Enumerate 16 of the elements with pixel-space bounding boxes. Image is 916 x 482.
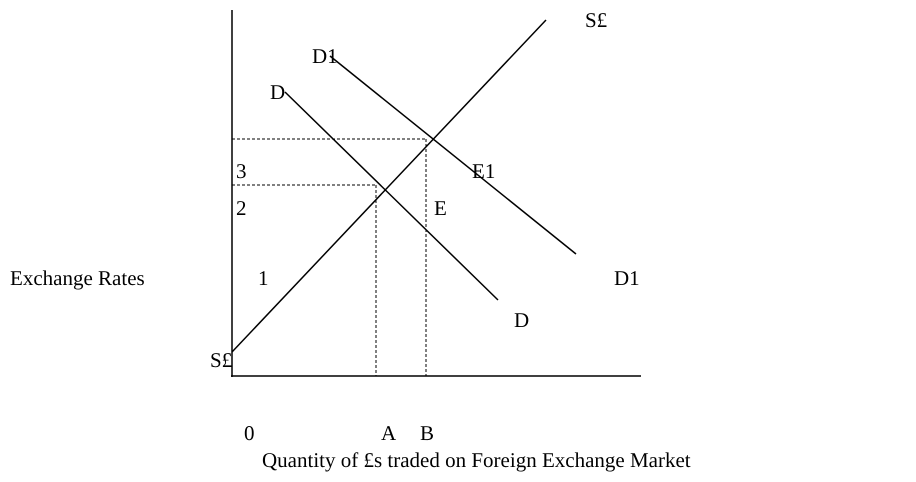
point-label: E [434, 196, 447, 220]
point-label: E1 [472, 159, 496, 183]
curve-label: D [270, 80, 286, 104]
value-label: 1 [258, 266, 268, 290]
value-label: 3 [236, 159, 246, 183]
curve-label: S£ [210, 348, 232, 372]
curve-label: D1 [312, 44, 338, 68]
value-label: B [420, 421, 434, 445]
axis-label: Exchange Rates [10, 266, 145, 290]
curve-label: D1 [614, 266, 640, 290]
value-label: 2 [236, 196, 246, 220]
curve-label: D [514, 308, 530, 332]
value-label: 0 [244, 421, 254, 445]
curve-label: S£ [585, 8, 608, 32]
axis-label: Quantity of £s traded on Foreign Exchange Market [262, 448, 691, 472]
value-label: A [381, 421, 396, 445]
